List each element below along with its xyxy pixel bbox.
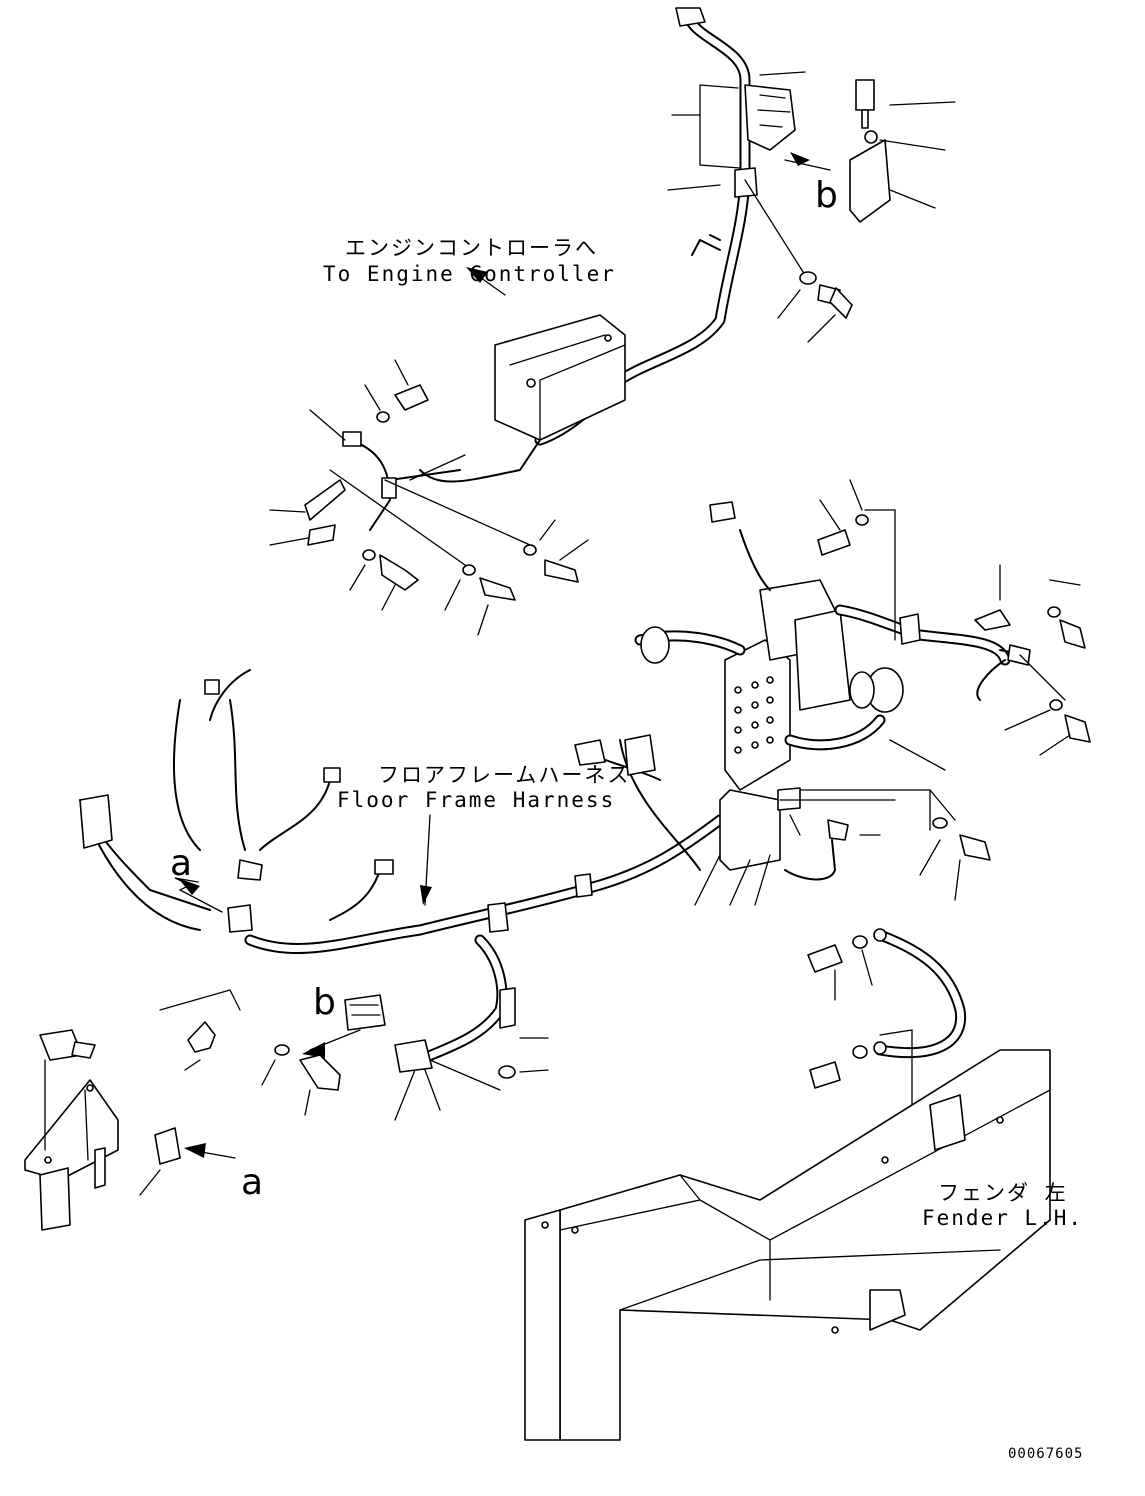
connector-icon [744,84,796,151]
bolt-icon [807,944,843,973]
bolt-icon [154,1127,181,1165]
clamp-icon [487,902,509,933]
upper-bracket-cluster [269,359,589,636]
bolt-icon [1059,619,1086,649]
washer-icon [864,130,878,144]
lower-left-bracket [24,1021,216,1231]
junction-box [574,501,1031,906]
washer-icon [498,1065,516,1079]
lower-center-cluster [261,987,549,1121]
right-fasteners [817,479,1091,901]
battery-cable-assembly [807,928,967,1121]
washer-icon [852,935,868,949]
connector-icon [709,501,736,523]
bolt-icon [499,987,516,1029]
bolt-icon [817,529,851,556]
engine-controller-box [466,267,626,441]
bolt-icon [394,384,429,411]
view-marker-b-top: b [815,175,838,216]
bolt-icon [1064,714,1091,743]
floor-harness-label-jp: フロアフレームハーネス [378,763,631,787]
engine-controller-label-en: To Engine Controller [323,262,616,286]
view-arrows-left [159,877,361,1159]
washer-icon [855,514,869,526]
floor-harness-label-en: Floor Frame Harness [337,788,616,812]
clamp-icon [394,1039,433,1073]
bolt-icon [959,834,991,861]
fender-lh [524,1049,1051,1441]
connector-icon [344,994,386,1031]
fender-label-jp: フェンダ 左 [938,1181,1068,1205]
view-marker-a-left: a [170,843,193,884]
drawing-number: 00067605 [1008,1446,1084,1462]
clamp-icon [227,904,253,933]
clamp-icon [899,613,921,645]
fender-label-en: Fender L.H. [922,1206,1084,1230]
clamp-icon [849,139,891,223]
view-marker-b-left: b [313,982,336,1023]
clamp-icon [777,787,801,811]
view-marker-a-bottom: a [241,1162,264,1203]
relay-grid [734,676,774,754]
washer-icon [376,411,390,423]
engine-controller-label-jp: エンジンコントローラへ [345,236,598,260]
